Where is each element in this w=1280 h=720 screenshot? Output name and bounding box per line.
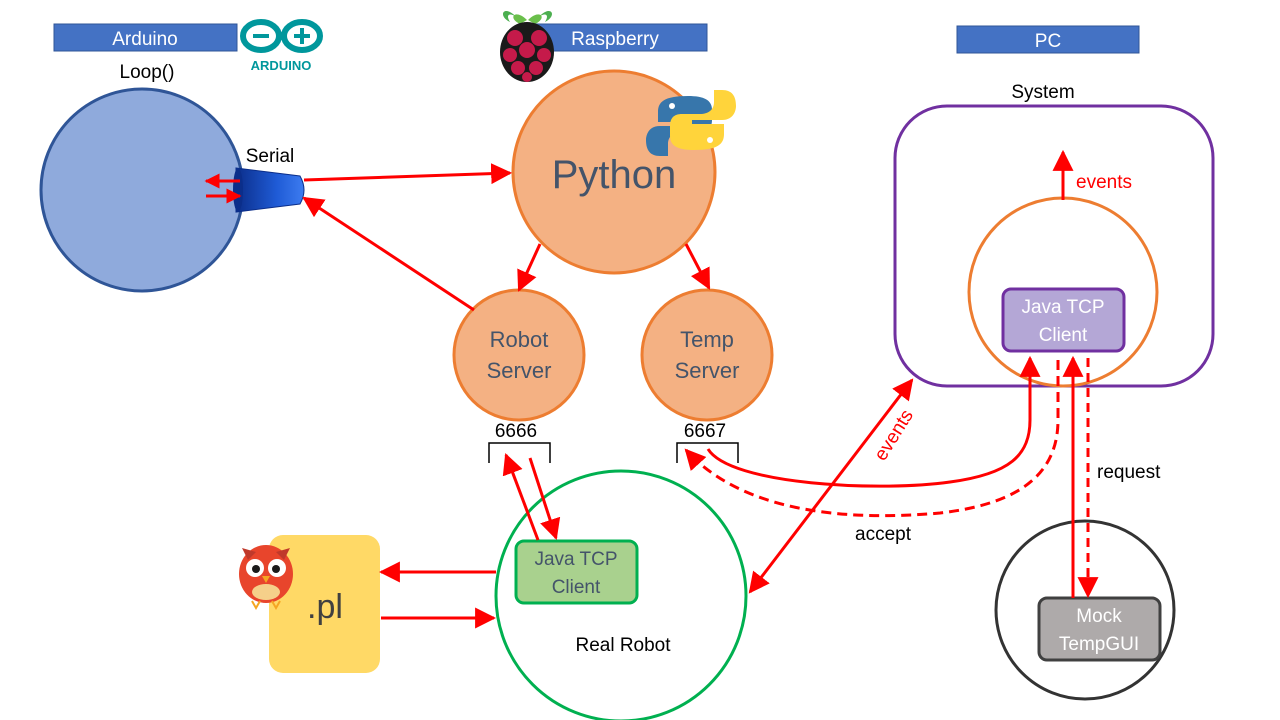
- events-diagonal-label: events: [870, 406, 917, 465]
- robot-java-tcp-client-box: [514, 539, 639, 605]
- pc-java-client-line1: Java TCP: [1021, 297, 1104, 318]
- mock-label-line2: TempGUI: [1059, 634, 1139, 655]
- loop-label: Loop(): [120, 62, 175, 83]
- arrow-robotclient-to-port6666: [502, 453, 540, 541]
- arrow-python-to-tempserver: [684, 243, 711, 290]
- header-arduino: Arduino: [53, 23, 238, 52]
- events-top-label: events: [1076, 172, 1132, 193]
- temp-server-label-line1: Temp: [680, 327, 734, 352]
- serial-label: Serial: [246, 146, 295, 167]
- arrow-robotserver-to-serial: [302, 196, 475, 312]
- arrow-events-robot-pc: [748, 378, 914, 594]
- pc-java-tcp-client-box: [1001, 287, 1126, 353]
- arrow-port6667-to-pcclient: [706, 355, 1041, 488]
- arduino-logo: ARDUINO: [240, 19, 323, 73]
- arrow-accept-dashed: [684, 360, 1060, 518]
- python-label: Python: [552, 153, 677, 197]
- port-6667: 6667: [684, 421, 726, 442]
- pc-java-client-line2: Client: [1039, 325, 1088, 346]
- header-raspberry: Raspberry: [523, 23, 708, 52]
- python-logo: [646, 90, 736, 156]
- header-pc-label: PC: [1035, 31, 1061, 52]
- mock-label-line1: Mock: [1076, 606, 1122, 627]
- raspberry-pi-logo: [500, 11, 554, 82]
- prolog-label: .pl: [307, 588, 343, 626]
- arrow-serial-to-python: [303, 163, 513, 185]
- arrow-python-to-robotserver: [517, 243, 542, 292]
- port-6667-bracket: [676, 442, 739, 463]
- accept-label: accept: [855, 524, 912, 545]
- svg-text:ARDUINO: ARDUINO: [251, 58, 312, 73]
- robot-server-label-line2: Server: [487, 358, 552, 383]
- temp-server-node: [640, 288, 774, 422]
- serial-connector-icon: [233, 167, 305, 213]
- robot-java-client-line2: Client: [552, 577, 601, 598]
- real-robot-label: Real Robot: [575, 635, 671, 656]
- temp-server-label-line2: Server: [675, 358, 740, 383]
- request-label: request: [1097, 462, 1161, 483]
- header-arduino-label: Arduino: [112, 29, 178, 50]
- header-raspberry-label: Raspberry: [571, 29, 659, 50]
- port-6666: 6666: [495, 421, 537, 442]
- arrow-port6666-to-robotclient: [528, 457, 561, 540]
- header-pc: PC: [956, 25, 1140, 54]
- robot-server-label-line1: Robot: [490, 327, 549, 352]
- robot-java-client-line1: Java TCP: [534, 549, 617, 570]
- prolog-file-box: [269, 535, 380, 673]
- mock-tempgui-box: [1037, 596, 1162, 662]
- system-label: System: [1011, 82, 1074, 103]
- port-6666-bracket: [488, 442, 551, 463]
- owl-icon: [239, 545, 293, 611]
- arduino-loop-node: [39, 87, 245, 293]
